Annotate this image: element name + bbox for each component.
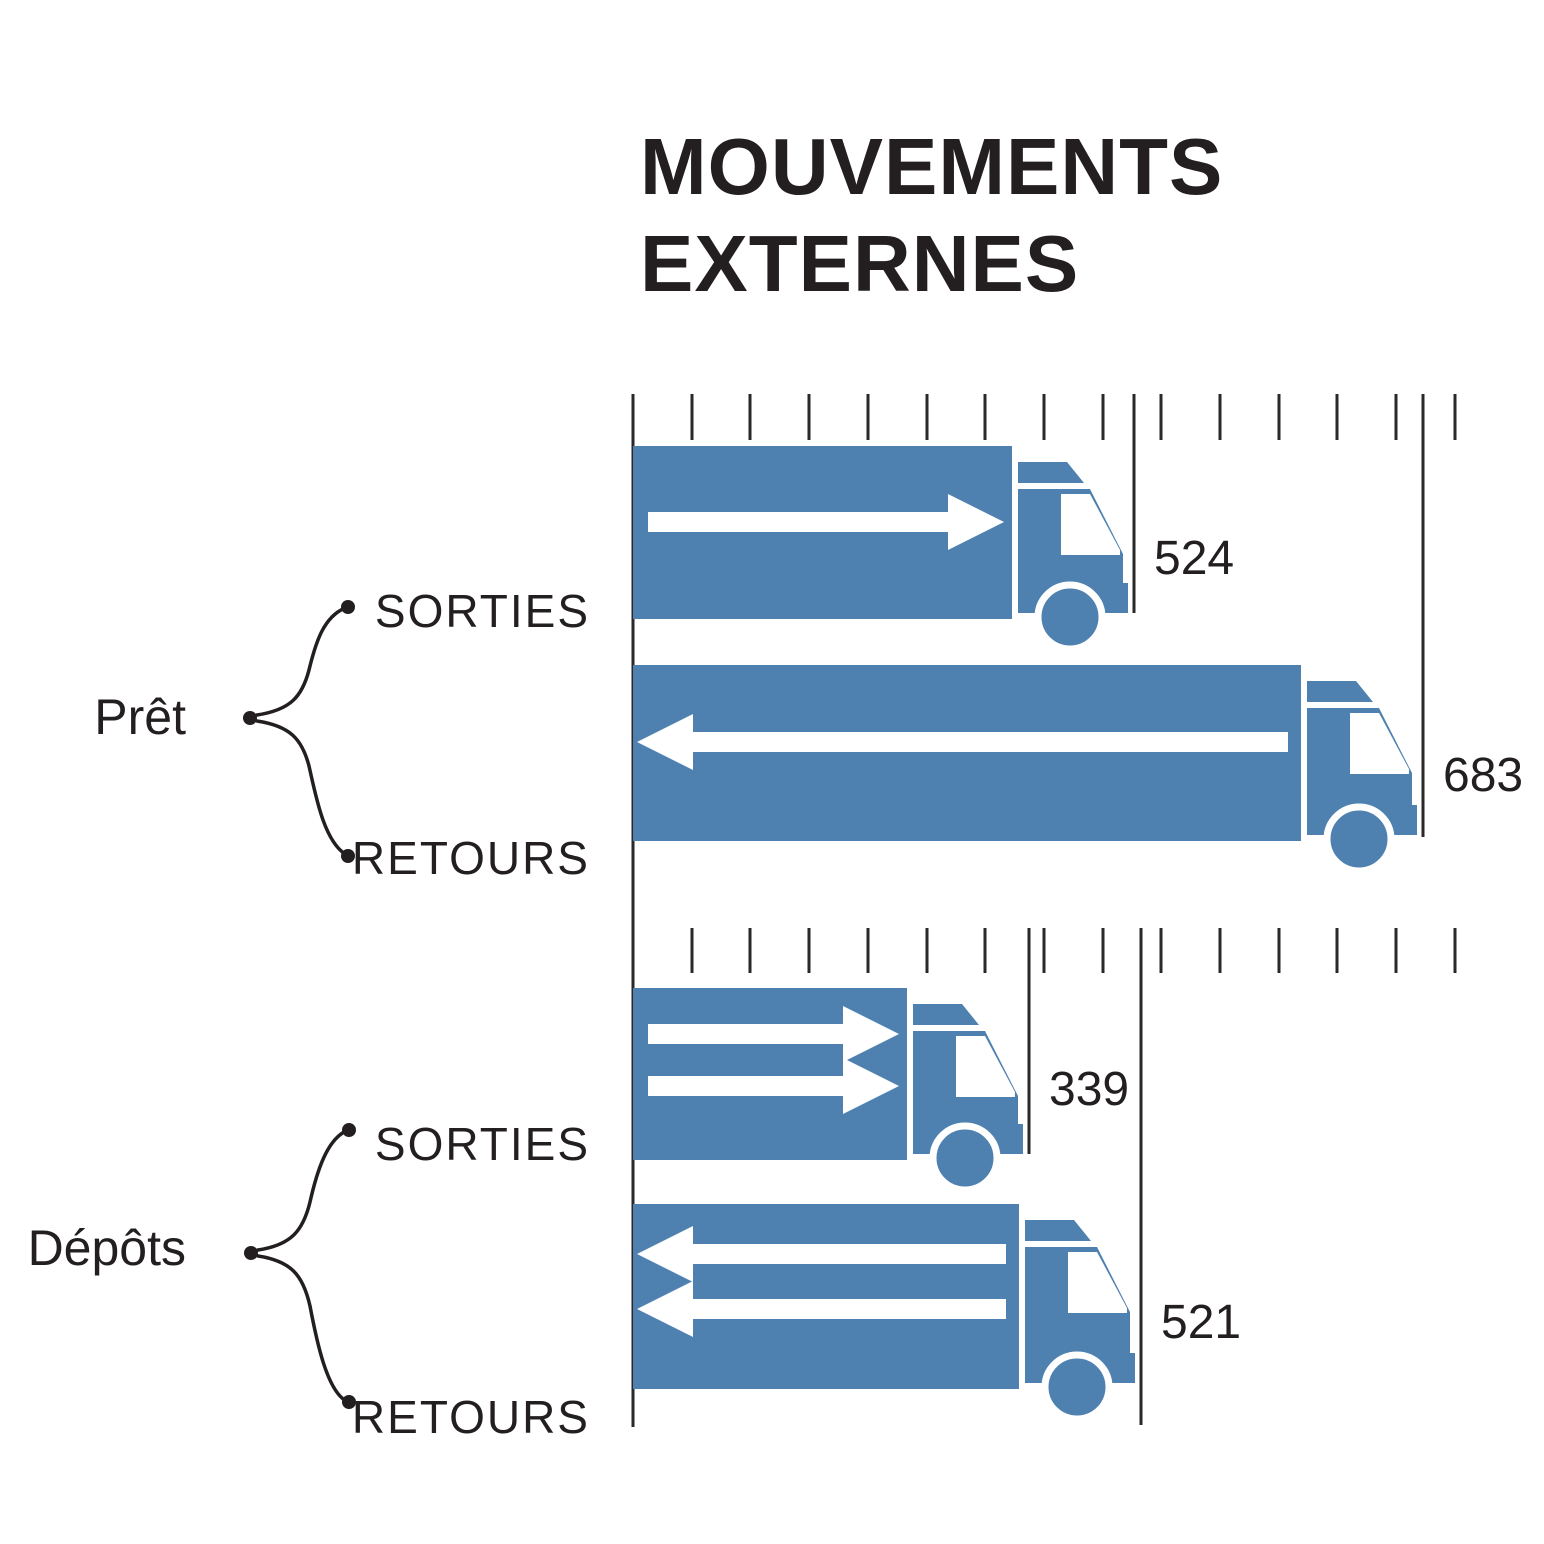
windshield (956, 1036, 1015, 1097)
value-label-sorties-pret: 524 (1154, 532, 1234, 585)
page-title: MOUVEMENTS EXTERNES (640, 118, 1223, 312)
branch-dot (342, 1123, 356, 1137)
wheel-icon (929, 1122, 1001, 1194)
cab-roof (1307, 681, 1373, 702)
value-label-sorties-depots: 339 (1049, 1063, 1129, 1116)
cab-roof (1025, 1220, 1091, 1241)
group-pret: Prêt (94, 600, 355, 863)
wheel-icon (1041, 1351, 1113, 1423)
row-label-sorties-depots: SORTIES (375, 1118, 590, 1170)
truck-icon-retours-pret (633, 665, 1417, 875)
arrow-left-icon (637, 1226, 1006, 1282)
arrow-left-icon (637, 1281, 1006, 1337)
group-depots: Dépôts (28, 1123, 356, 1409)
windshield (1350, 713, 1409, 774)
cargo-bar (633, 665, 1301, 841)
value-label-retours-depots: 521 (1161, 1296, 1241, 1349)
arrow-right-icon (648, 494, 1004, 550)
group-label: Prêt (94, 689, 186, 745)
page-title-line1: MOUVEMENTS (640, 122, 1224, 211)
cargo-bar (633, 1204, 1019, 1389)
row-label-retours-depots: RETOURS (352, 1391, 590, 1443)
cab-roof (913, 1004, 979, 1025)
tick-row-2 (690, 928, 1457, 973)
tick-row-1 (690, 394, 1457, 440)
branch-dot (243, 711, 257, 725)
wheel-icon (1034, 581, 1106, 653)
row-label-retours-pret: RETOURS (352, 832, 590, 884)
wheel-icon (1323, 803, 1395, 875)
arrow-left-icon (637, 714, 1288, 770)
arrow-right-icon (648, 1058, 899, 1114)
page-title-line2: EXTERNES (640, 219, 1080, 308)
cab-roof (1018, 462, 1084, 483)
branch-dot (244, 1246, 258, 1260)
windshield (1068, 1252, 1127, 1313)
branch-curve (255, 719, 347, 856)
value-label-retours-pret: 683 (1443, 749, 1523, 802)
truck-icon-retours-depots (633, 1204, 1135, 1423)
truck-icon-sorties-pret (633, 446, 1128, 653)
group-label: Dépôts (28, 1220, 186, 1276)
branch-dot (342, 1395, 356, 1409)
row-label-sorties-pret: SORTIES (375, 585, 590, 637)
truck-icon-sorties-depots (633, 988, 1023, 1194)
branch-curve (255, 606, 347, 717)
windshield (1061, 494, 1120, 555)
branch-curve (256, 1254, 348, 1403)
arrow-right-icon (648, 1006, 899, 1062)
branch-curve (256, 1129, 348, 1252)
branch-dot (341, 600, 355, 614)
branch-dot (341, 849, 355, 863)
